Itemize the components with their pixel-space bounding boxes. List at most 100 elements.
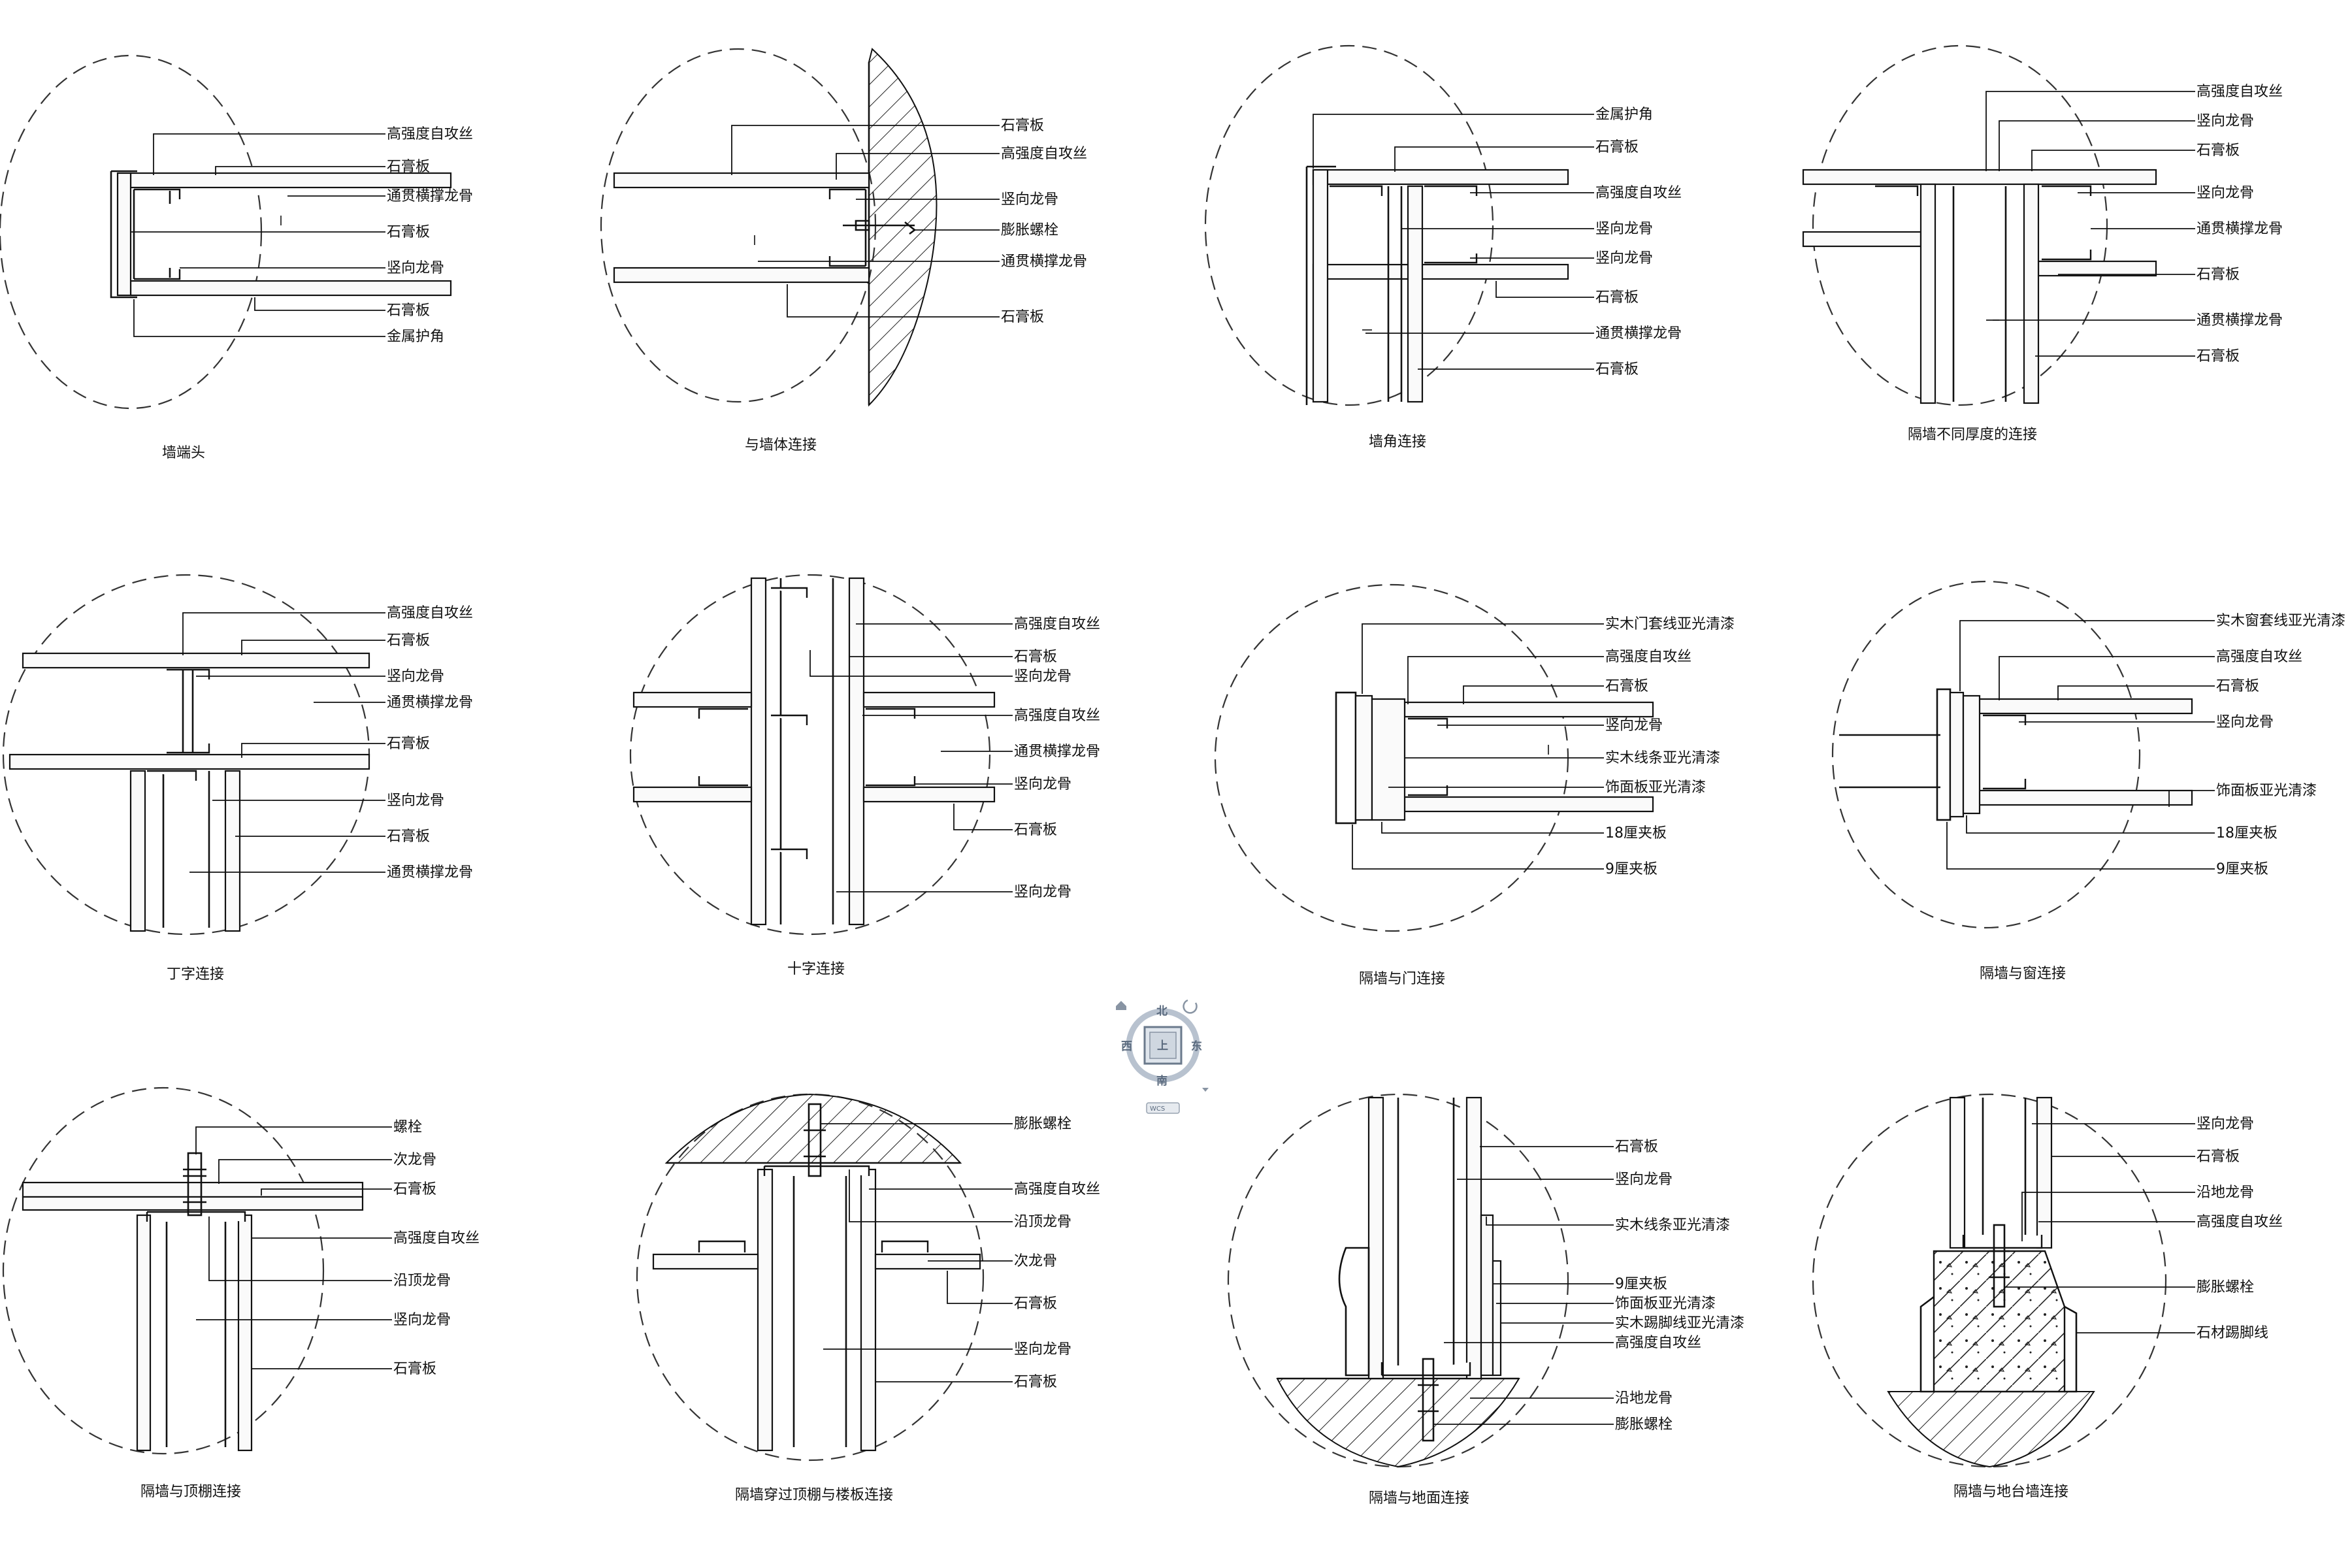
label: 次龙骨 [1014,1253,1057,1269]
viewcube[interactable]: 上 北 南 东 西 WCS [1116,999,1209,1114]
detail-circle [600,48,877,403]
label: 高强度自攻丝 [1615,1335,1701,1351]
label: 高强度自攻丝 [2216,649,2302,665]
label: 饰面板亚光清漆 [2216,783,2317,799]
detail-slab-connection: 膨胀螺栓 高强度自攻丝 沿顶龙骨 次龙骨 石膏板 竖向龙骨 石膏板 隔墙穿过顶棚… [636,1093,1100,1503]
viewcube-east[interactable]: 东 [1191,1039,1202,1053]
label: 竖向龙骨 [2197,185,2254,201]
label: 石膏板 [393,1181,436,1198]
label: 高强度自攻丝 [393,1230,480,1247]
label: 石膏板 [387,224,430,240]
chevron-down-icon[interactable] [1202,1088,1209,1092]
label: 竖向龙骨 [1014,776,1071,792]
label: 18厘夹板 [1605,825,1667,841]
detail-window-connection: 实木窗套线亚光清漆 高强度自攻丝 石膏板 竖向龙骨 饰面板亚光清漆 18厘夹板 … [1831,580,2345,982]
label: 石膏板 [2216,678,2259,694]
label: 高强度自攻丝 [2197,1214,2283,1230]
detail-different-thickness: 高强度自攻丝 竖向龙骨 石膏板 竖向龙骨 通贯横撑龙骨 石膏板 通贯横撑龙骨 石… [1802,44,2283,443]
label: 竖向龙骨 [1615,1171,1673,1188]
label: 高强度自攻丝 [1605,649,1691,665]
detail-title: 隔墙与地面连接 [1369,1490,1469,1507]
label: 实木线条亚光清漆 [1605,750,1720,766]
label: 9厘夹板 [1615,1276,1667,1292]
label: 石膏板 [387,736,430,752]
detail-title: 隔墙与地台墙连接 [1953,1484,2068,1500]
label: 金属护角 [387,329,444,345]
label: 通贯横撑龙骨 [387,188,473,204]
label: 沿地龙骨 [1615,1390,1673,1407]
detail-floor-connection: 石膏板 竖向龙骨 实木线条亚光清漆 9厘夹板 饰面板亚光清漆 实木踢脚线亚光清漆… [1227,1093,1744,1507]
label: 18厘夹板 [2216,825,2278,841]
detail-wall-end: 高强度自攻丝 石膏板 通贯横撑龙骨 石膏板 竖向龙骨 石膏板 金属护角 墙端头 [0,54,473,461]
detail-wall-connection: 石膏板 高强度自攻丝 竖向龙骨 膨胀螺栓 通贯横撑龙骨 石膏板 与墙体连接 [600,48,1087,453]
label: 高强度自攻丝 [1014,1181,1100,1198]
label: 竖向龙骨 [2197,113,2254,129]
detail-title: 隔墙与门连接 [1359,971,1445,987]
label: 竖向龙骨 [2216,714,2274,730]
detail-title: 隔墙与窗连接 [1980,966,2066,982]
label: 饰面板亚光清漆 [1615,1296,1716,1312]
label: 石膏板 [1014,822,1057,838]
label: 9厘夹板 [1605,861,1658,877]
label: 膨胀螺栓 [1001,222,1058,238]
label: 石膏板 [387,632,430,649]
label: 高强度自攻丝 [387,605,473,621]
detail-circle [636,1093,985,1462]
detail-title: 隔墙与顶棚连接 [140,1484,241,1500]
label: 竖向龙骨 [2197,1116,2254,1132]
label: 石膏板 [1001,118,1044,134]
label: 石膏板 [2197,1149,2240,1165]
label: 高强度自攻丝 [1014,616,1100,632]
label: 通贯横撑龙骨 [1595,325,1682,342]
label: 实木窗套线亚光清漆 [2216,613,2345,629]
label: 膨胀螺栓 [1615,1416,1673,1433]
detail-title: 隔墙不同厚度的连接 [1908,427,2037,443]
viewcube-face[interactable]: 上 [1157,1039,1168,1053]
detail-title: 隔墙穿过顶棚与楼板连接 [735,1487,893,1503]
label: 高强度自攻丝 [1014,708,1100,724]
label: 膨胀螺栓 [1014,1116,1071,1132]
viewcube-north[interactable]: 北 [1156,1005,1168,1018]
label: 石膏板 [2197,142,2240,159]
label: 竖向龙骨 [1595,221,1653,237]
label: 9厘夹板 [2216,861,2268,877]
detail-corner-connection: 金属护角 石膏板 高强度自攻丝 竖向龙骨 竖向龙骨 石膏板 通贯横撑龙骨 石膏板… [1204,44,1682,450]
label: 石膏板 [1615,1139,1658,1155]
detail-title: 十字连接 [787,961,845,977]
label: 石膏板 [1595,139,1639,155]
detail-platform-connection: 竖向龙骨 石膏板 沿地龙骨 高强度自攻丝 膨胀螺栓 石材踢脚线 隔墙与地台墙连接 [1812,1093,2283,1500]
label: 竖向龙骨 [387,260,444,276]
label: 石膏板 [1595,361,1639,378]
wcs-menu[interactable]: WCS [1150,1105,1165,1113]
label: 竖向龙骨 [393,1312,451,1328]
label: 通贯横撑龙骨 [1014,743,1100,760]
detail-ceiling-connection: 螺栓 次龙骨 石膏板 高强度自攻丝 沿顶龙骨 竖向龙骨 石膏板 隔墙与顶棚连接 [2,1086,480,1500]
label: 石膏板 [1014,1296,1057,1312]
label: 通贯横撑龙骨 [2197,221,2283,237]
label: 石膏板 [2197,267,2240,283]
detail-title: 丁字连接 [167,966,224,983]
detail-door-connection: 实木门套线亚光清漆 高强度自攻丝 石膏板 竖向龙骨 实木线条亚光清漆 饰面板亚光… [1214,583,1735,987]
rotate-icon[interactable] [1183,999,1198,1014]
label: 通贯横撑龙骨 [2197,312,2283,329]
viewcube-south[interactable]: 南 [1156,1074,1168,1088]
label: 竖向龙骨 [1014,1341,1071,1358]
detail-circle [1204,44,1494,406]
detail-cross-connection: 高强度自攻丝 石膏板 竖向龙骨 高强度自攻丝 通贯横撑龙骨 竖向龙骨 石膏板 竖… [629,574,1100,977]
home-icon[interactable] [1116,1001,1126,1010]
label: 膨胀螺栓 [2197,1279,2254,1296]
label: 螺栓 [393,1119,422,1135]
label: 竖向龙骨 [1014,668,1071,685]
viewcube-west[interactable]: 西 [1121,1040,1132,1053]
label: 石膏板 [1014,649,1057,665]
label: 通贯横撑龙骨 [387,694,473,711]
detail-title: 墙端头 [162,445,205,461]
label: 高强度自攻丝 [387,126,473,142]
label: 通贯横撑龙骨 [1001,253,1087,270]
label: 实木线条亚光清漆 [1615,1217,1730,1233]
label: 饰面板亚光清漆 [1605,779,1706,796]
detail-circle [1831,580,2141,929]
label: 石膏板 [387,159,430,175]
label: 石膏板 [1001,309,1044,325]
detail-t-connection: 高强度自攻丝 石膏板 竖向龙骨 通贯横撑龙骨 石膏板 竖向龙骨 石膏板 通贯横撑… [2,574,473,983]
